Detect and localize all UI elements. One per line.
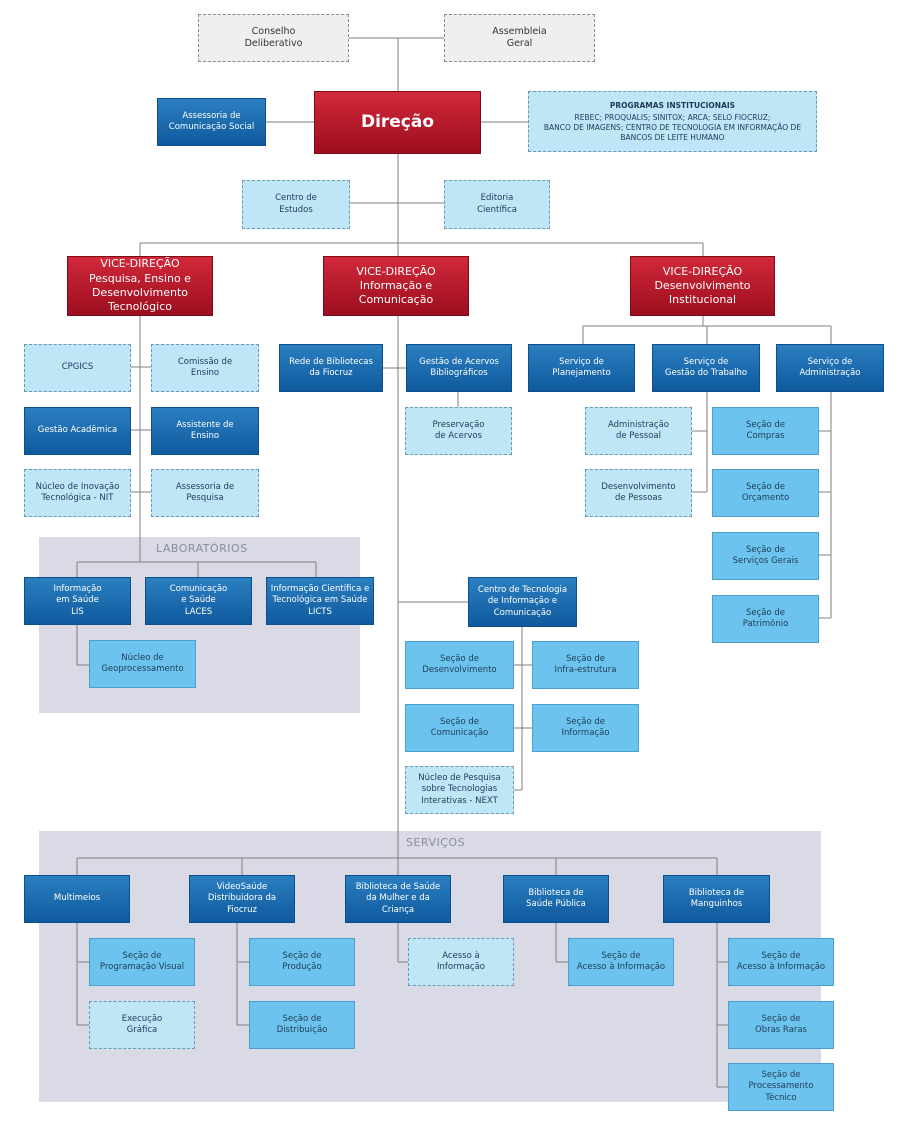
secao-orcamento-box: Seção de Orçamento: [712, 469, 819, 517]
secao-comunicacao-box: Seção de Comunicação: [405, 704, 514, 752]
programas-institucionais-box: PROGRAMAS INSTITUCIONAIS REBEC; PROQUALI…: [528, 91, 817, 152]
vice-direcao-institucional-box: VICE-DIREÇÃO Desenvolvimento Institucion…: [630, 256, 775, 316]
acesso-informacao-manguinhos-box: Seção de Acesso à Informação: [728, 938, 834, 986]
laces-box: Comunicação e Saúde LACES: [145, 577, 252, 625]
vice-direcao-informacao-box: VICE-DIREÇÃO Informação e Comunicação: [323, 256, 469, 316]
servico-planejamento-box: Serviço de Planejamento: [528, 344, 635, 392]
conselho-deliberativo-box: Conselho Deliberativo: [198, 14, 349, 62]
cpgics-box: CPGICS: [24, 344, 131, 392]
secao-infra-box: Seção de Infra-estrutura: [532, 641, 639, 689]
preservacao-acervos-box: Preservação de Acervos: [405, 407, 512, 455]
nit-box: Núcleo de Inovação Tecnológica - NIT: [24, 469, 131, 517]
laboratorios-title: LABORATÓRIOS: [152, 542, 252, 555]
secao-desenvolvimento-box: Seção de Desenvolvimento: [405, 641, 514, 689]
processamento-tecnico-box: Seção de Processamento Técnico: [728, 1063, 834, 1111]
acesso-informacao-mulher-box: Acesso à Informação: [408, 938, 514, 986]
desenvolvimento-pessoas-box: Desenvolvimento de Pessoas: [585, 469, 692, 517]
assessoria-comunicacao-box: Assessoria de Comunicação Social: [157, 98, 266, 146]
servico-administracao-box: Serviço de Administração: [776, 344, 884, 392]
gestao-acervos-box: Gestão de Acervos Bibliográficos: [406, 344, 512, 392]
next-box: Núcleo de Pesquisa sobre Tecnologias Int…: [405, 766, 514, 814]
secao-distribuicao-box: Seção de Distribuição: [249, 1001, 355, 1049]
secao-informacao-box: Seção de Informação: [532, 704, 639, 752]
secao-compras-box: Seção de Compras: [712, 407, 819, 455]
centro-tecnologia-box: Centro de Tecnologia de Informação e Com…: [468, 577, 577, 627]
secao-servicos-gerais-box: Seção de Serviços Gerais: [712, 532, 819, 580]
biblioteca-mulher-box: Biblioteca de Saúde da Mulher e da Crian…: [345, 875, 451, 923]
lis-box: Informação em Saúde LIS: [24, 577, 131, 625]
rede-bibliotecas-box: Rede de Bibliotecas da Fiocruz: [279, 344, 383, 392]
programas-title: PROGRAMAS INSTITUCIONAIS: [609, 100, 736, 110]
direcao-box: Direção: [314, 91, 481, 154]
acesso-informacao-publica-box: Seção de Acesso à Informação: [568, 938, 674, 986]
vice-direcao-pesquisa-box: VICE-DIREÇÃO Pesquisa, Ensino e Desenvol…: [67, 256, 213, 316]
assessoria-pesquisa-box: Assessoria de Pesquisa: [151, 469, 259, 517]
centro-estudos-box: Centro de Estudos: [242, 180, 350, 229]
comissao-ensino-box: Comissão de Ensino: [151, 344, 259, 392]
administracao-pessoal-box: Administração de Pessoal: [585, 407, 692, 455]
biblioteca-saude-publica-box: Biblioteca de Saúde Pública: [503, 875, 609, 923]
videosaude-box: VideoSaúde Distribuidora da Fiocruz: [189, 875, 295, 923]
geoprocessamento-box: Núcleo de Geoprocessamento: [89, 640, 196, 688]
editoria-cientifica-box: Editoria Científica: [444, 180, 550, 229]
servicos-title: SERVIÇOS: [402, 836, 470, 849]
assembleia-geral-box: Assembleia Geral: [444, 14, 595, 62]
programas-text: REBEC; PROQUALIS; SINITOX; ARCA; SELO FI…: [543, 113, 802, 142]
obras-raras-box: Seção de Obras Raras: [728, 1001, 834, 1049]
secao-patrimonio-box: Seção de Patrimônio: [712, 595, 819, 643]
programacao-visual-box: Seção de Programação Visual: [89, 938, 195, 986]
secao-producao-box: Seção de Produção: [249, 938, 355, 986]
execucao-grafica-box: Execução Gráfica: [89, 1001, 195, 1049]
gestao-academica-box: Gestão Acadêmica: [24, 407, 131, 455]
multimeios-box: Multimeios: [24, 875, 130, 923]
biblioteca-manguinhos-box: Biblioteca de Manguinhos: [663, 875, 770, 923]
licts-box: Informação Científica e Tecnológica em S…: [266, 577, 374, 625]
assistente-ensino-box: Assistente de Ensino: [151, 407, 259, 455]
servico-gestao-trabalho-box: Serviço de Gestão do Trabalho: [652, 344, 760, 392]
